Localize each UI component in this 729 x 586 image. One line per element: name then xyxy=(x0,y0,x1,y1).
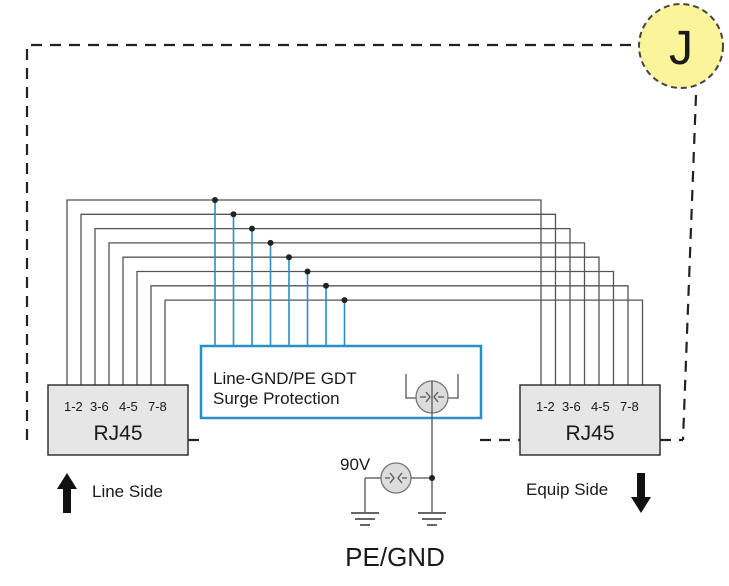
rj45-line-side xyxy=(47,384,189,456)
wire-1 xyxy=(66,199,542,385)
right-pin-1: 1-2 xyxy=(536,399,555,414)
badge-letter: J xyxy=(669,22,693,75)
right-pin-2: 3-6 xyxy=(562,399,581,414)
ground-label: PE/GND xyxy=(345,542,445,572)
tap-dot-1 xyxy=(212,197,218,203)
tap-dot-8 xyxy=(341,297,348,304)
wire-6 xyxy=(136,270,615,385)
tap-dot-4 xyxy=(267,239,274,246)
tap-dot-3 xyxy=(249,225,255,232)
tap-dot-2 xyxy=(230,211,237,218)
tap-bundle xyxy=(214,200,346,346)
ground-symbol-left xyxy=(351,512,379,526)
wire-5 xyxy=(122,256,600,385)
arrow-up-icon xyxy=(57,473,77,513)
right-port-name: RJ45 xyxy=(565,422,614,445)
wire-4 xyxy=(108,242,586,385)
tap-dot-7 xyxy=(323,282,329,289)
ground-symbol-right xyxy=(418,512,446,526)
protection-line2: Surge Protection xyxy=(213,389,340,408)
right-pin-4: 7-8 xyxy=(620,399,639,414)
wire-3 xyxy=(94,227,571,385)
gdt-symbol-main xyxy=(405,374,459,478)
left-pin-3: 4-5 xyxy=(119,399,138,414)
line-side-label: Line Side xyxy=(92,482,163,501)
arrow-down-icon xyxy=(631,473,651,513)
left-pin-2: 3-6 xyxy=(90,399,109,414)
tap-dot-6 xyxy=(304,268,311,275)
enclosure-boundary xyxy=(25,43,698,441)
badge-circle xyxy=(638,3,724,89)
protection-line1: Line-GND/PE GDT xyxy=(213,369,357,388)
right-pin-3: 4-5 xyxy=(591,399,610,414)
section-badge: J xyxy=(638,3,724,89)
wire-7 xyxy=(150,285,629,385)
left-port-name: RJ45 xyxy=(93,422,142,445)
equip-side-label: Equip Side xyxy=(526,480,608,499)
wire-bundle xyxy=(66,199,644,385)
rj45-equip-side xyxy=(519,384,661,456)
left-pin-4: 7-8 xyxy=(148,399,167,414)
gdt-voltage-label: 90V xyxy=(340,455,371,474)
tap-dot-5 xyxy=(286,254,292,261)
wire-8 xyxy=(164,299,644,385)
gdt-symbol-90v xyxy=(364,462,433,512)
left-pin-1: 1-2 xyxy=(64,399,83,414)
junction-dot xyxy=(429,475,435,481)
